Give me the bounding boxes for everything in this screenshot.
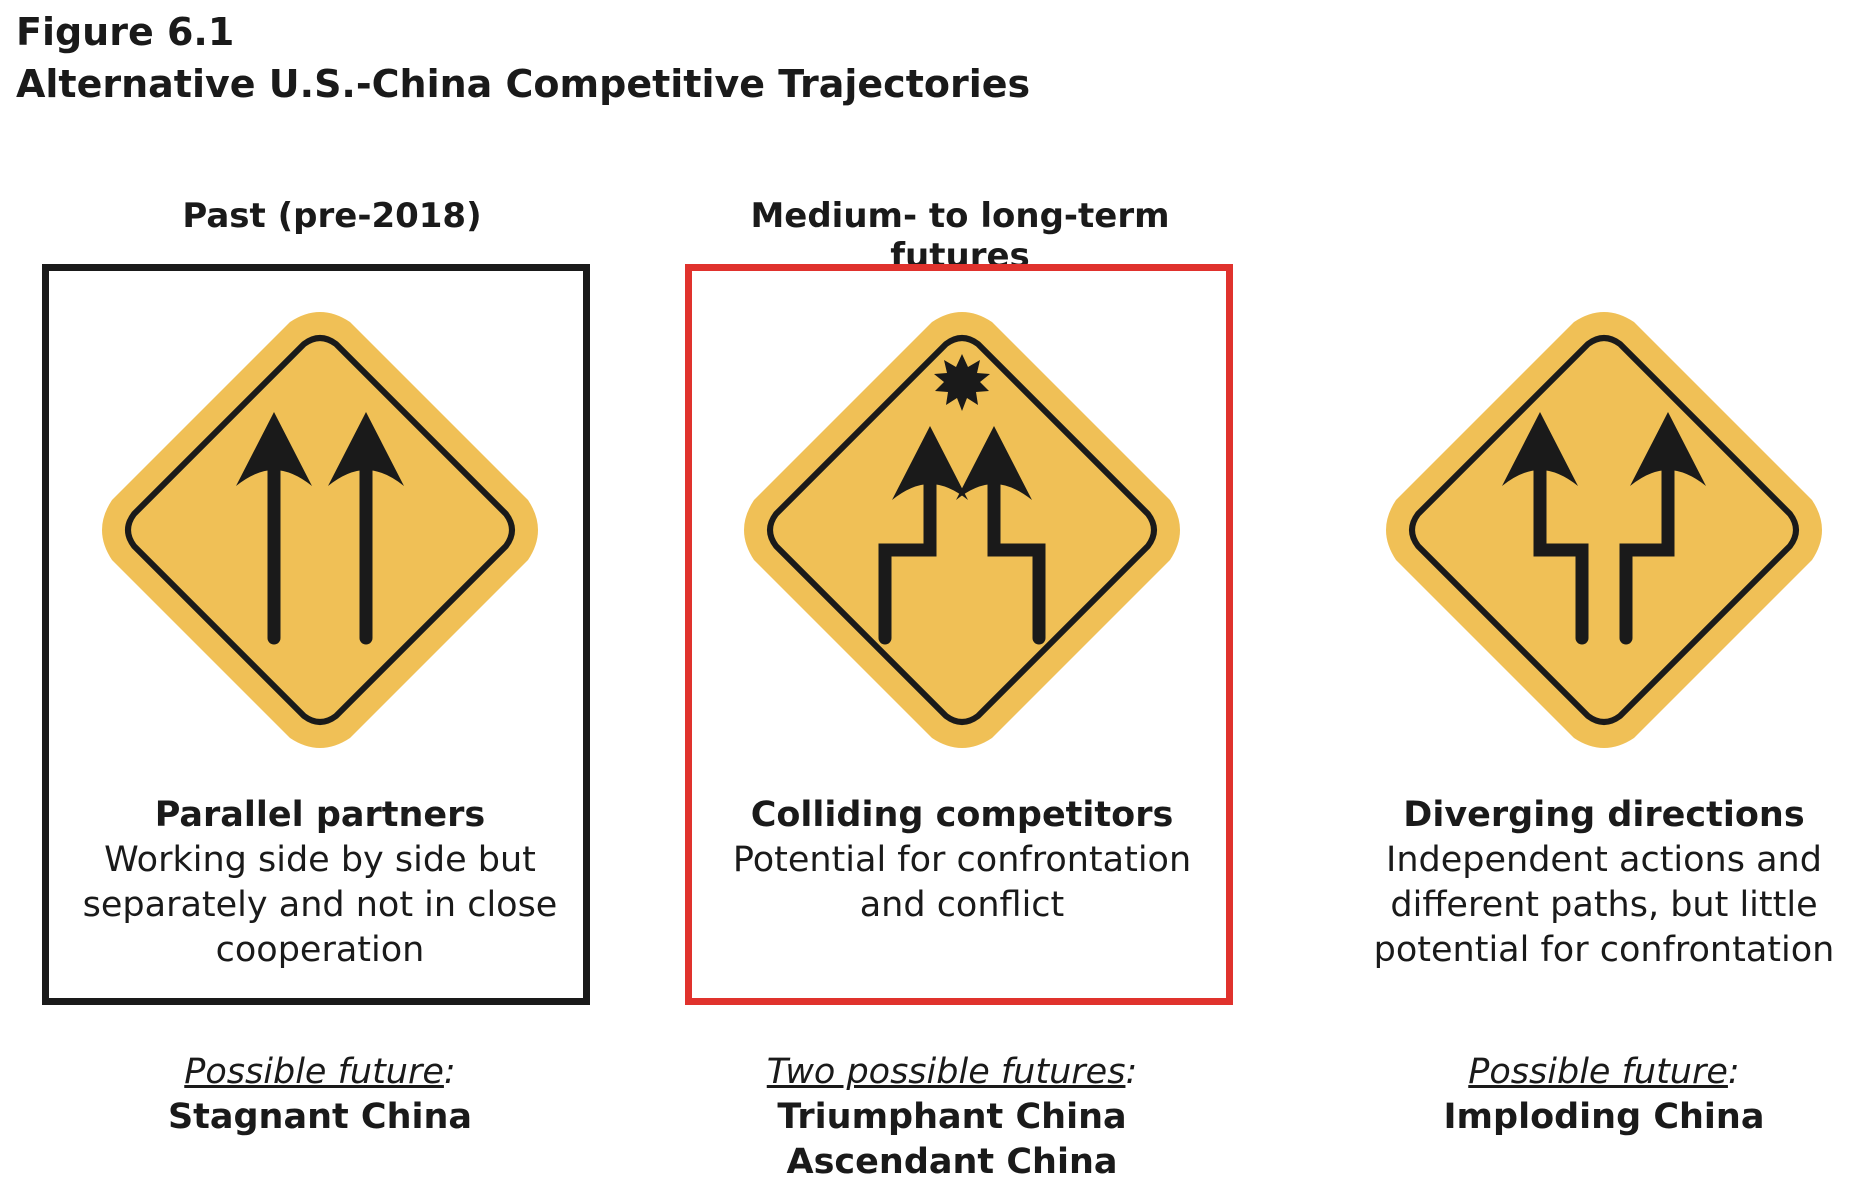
panel-desc-line: and conflict: [859, 885, 1065, 925]
panel-desc-line: Independent actions and: [1386, 840, 1822, 880]
future-header: Medium- to long-term futures: [750, 196, 1170, 276]
panel-desc-line: separately and not in close: [82, 885, 558, 925]
right-arrow-head: [328, 412, 404, 486]
future-name: Imploding China: [1443, 1097, 1765, 1137]
panel-desc-line: Working side by side but: [104, 840, 536, 880]
future-label: Possible future:: [1468, 1052, 1740, 1092]
colliding-futures: Two possible futures: Triumphant China A…: [712, 1050, 1192, 1185]
left-arrow-shaft: [878, 453, 937, 645]
right-arrow-shaft: [1619, 443, 1675, 645]
panel-title: Diverging directions: [1403, 795, 1805, 835]
sign-diamond-fill: [744, 312, 1180, 748]
future-name: Ascendant China: [786, 1142, 1118, 1182]
diverging-caption: Diverging directions Independent actions…: [1364, 793, 1844, 973]
past-header: Past (pre-2018): [182, 196, 482, 236]
diverging-arrows-sign-icon: [1386, 312, 1822, 748]
left-arrow-shaft: [1533, 443, 1589, 645]
future-name: Triumphant China: [777, 1097, 1127, 1137]
future-name: Stagnant China: [167, 1097, 473, 1137]
future-frame: [685, 264, 1233, 1005]
colliding-caption: Colliding competitors Potential for conf…: [722, 793, 1202, 928]
sign-diamond-fill: [102, 312, 538, 748]
sign-diamond-fill: [1386, 312, 1822, 748]
left-arrow-head: [1502, 412, 1578, 486]
past-frame: [42, 264, 590, 1005]
left-arrow-head: [236, 412, 312, 486]
sign-diamond-border: [1409, 335, 1799, 725]
right-arrow-shaft: [987, 453, 1046, 645]
sign-diamond-border: [125, 335, 515, 725]
right-arrow-head: [956, 426, 1032, 500]
panel-desc-line: potential for confrontation: [1373, 930, 1835, 970]
parallel-arrows-sign-icon: [102, 312, 538, 748]
panel-title: Colliding competitors: [750, 795, 1174, 835]
collision-burst-icon: [934, 354, 990, 411]
future-label: Possible future:: [184, 1052, 456, 1092]
right-arrow-head: [1630, 412, 1706, 486]
panel-title: Parallel partners: [154, 795, 486, 835]
diverging-futures: Possible future: Imploding China: [1364, 1050, 1844, 1140]
panel-desc-line: cooperation: [215, 930, 425, 970]
sign-diamond-border: [767, 335, 1157, 725]
left-arrow-head: [892, 426, 968, 500]
figure-title: Alternative U.S.-China Competitive Traje…: [16, 62, 1031, 106]
colliding-arrows-sign-icon: [744, 312, 1180, 748]
parallel-caption: Parallel partners Working side by side b…: [80, 793, 560, 973]
panel-desc-line: Potential for confrontation: [732, 840, 1192, 880]
figure-number: Figure 6.1: [16, 10, 235, 54]
future-label: Two possible futures:: [766, 1052, 1138, 1092]
panel-desc-line: different paths, but little: [1390, 885, 1818, 925]
parallel-futures: Possible future: Stagnant China: [80, 1050, 560, 1140]
